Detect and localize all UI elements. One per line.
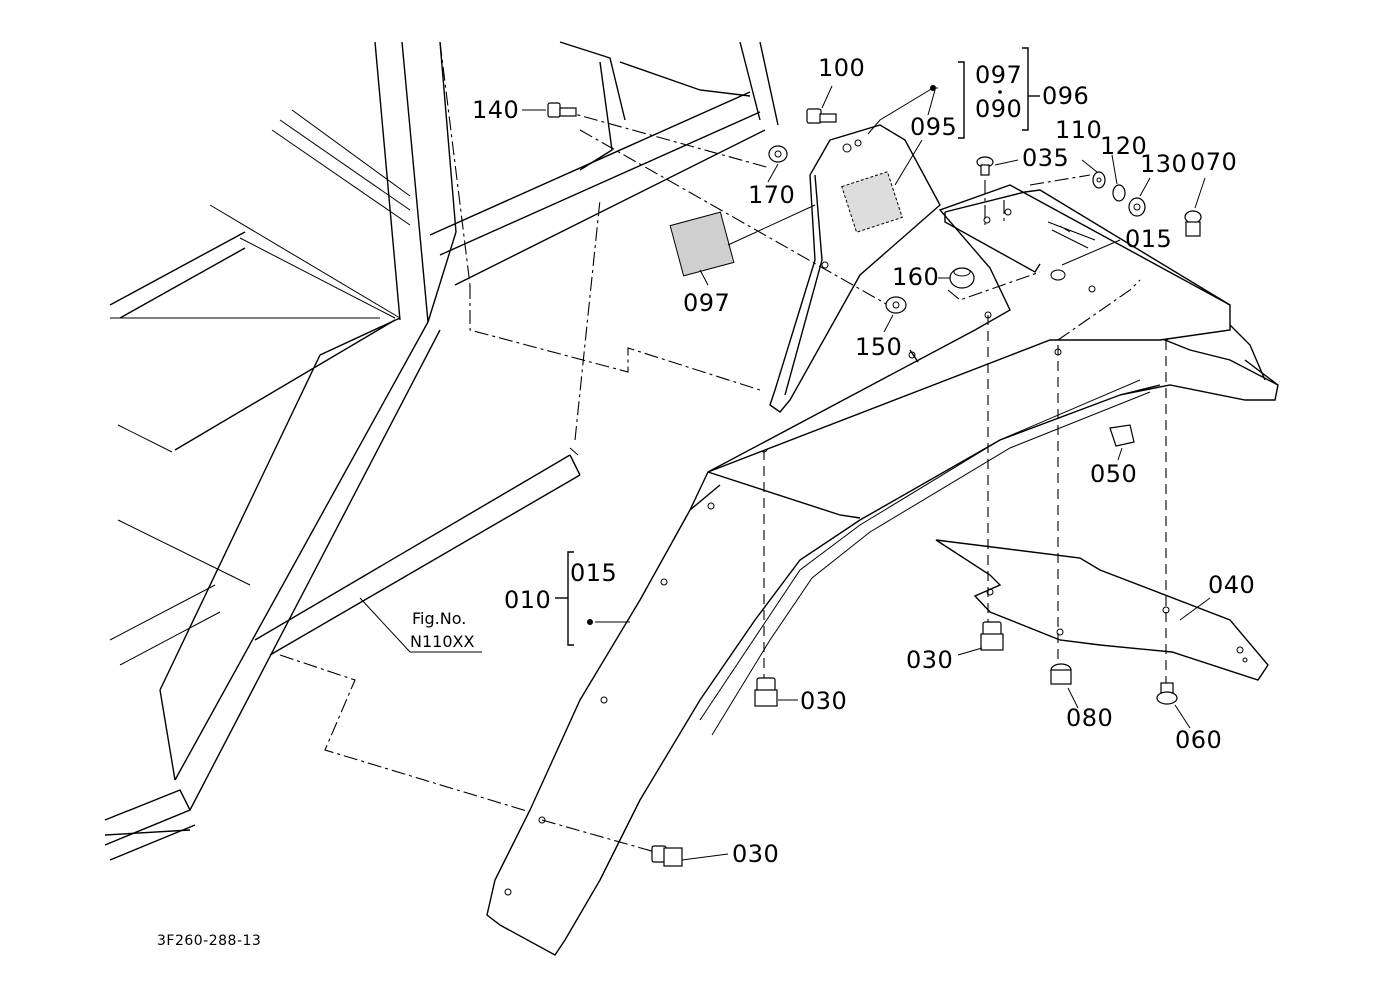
callout-097-top: 097	[975, 61, 1022, 89]
bolt-070-icon	[1184, 210, 1202, 237]
bolt-060-icon	[1156, 682, 1178, 705]
callout-030-mid: 030	[800, 687, 847, 715]
callout-015-top: 015	[1125, 225, 1172, 253]
bolt-030-icon-c	[651, 845, 683, 867]
callout-010: 010	[504, 586, 551, 614]
drawing-code: 3F260-288-13	[157, 933, 261, 949]
callout-160: 160	[892, 263, 939, 291]
leader-lines	[359, 85, 1211, 861]
nut-170-icon	[768, 145, 788, 163]
callout-100: 100	[818, 54, 865, 82]
callout-110: 110	[1055, 116, 1102, 144]
callout-120: 120	[1100, 132, 1147, 160]
fender-upper-plate	[707, 184, 1231, 473]
callout-labels: 140 100 097 090 096 095 170 035 110 120 …	[157, 54, 1255, 949]
callout-050: 050	[1090, 460, 1137, 488]
nut-080-icon	[1050, 663, 1072, 685]
callout-035: 035	[1022, 144, 1069, 172]
washer-120-icon	[1112, 184, 1126, 202]
callout-040: 040	[1208, 571, 1255, 599]
pin-035-icon	[976, 156, 994, 176]
fasteners	[547, 102, 1202, 867]
callout-030-right: 030	[906, 646, 953, 674]
callout-130: 130	[1140, 150, 1187, 178]
nut-150-icon	[885, 296, 907, 314]
callout-096: 096	[1042, 82, 1089, 110]
callout-097-decal: 097	[683, 289, 730, 317]
frame-structure	[104, 41, 779, 861]
callout-095: 095	[910, 113, 957, 141]
group-brackets	[555, 47, 1040, 646]
clip-050-icon	[1109, 424, 1135, 447]
fig-ref-line1: Fig.No.	[412, 609, 466, 628]
bolt-140-icon	[547, 102, 577, 118]
bolt-030-icon-b	[980, 621, 1004, 651]
alignment-lines	[541, 109, 1167, 853]
callout-090: 090	[975, 95, 1022, 123]
bracket-090	[769, 124, 941, 413]
bolt-030-icon-a	[754, 677, 778, 707]
fender-010	[486, 287, 1279, 956]
callout-150: 150	[855, 333, 902, 361]
callout-170: 170	[748, 181, 795, 209]
decal-097	[669, 204, 816, 277]
plate-040	[935, 539, 1269, 681]
grommet-160-icon	[949, 267, 975, 289]
callout-060: 060	[1175, 726, 1222, 754]
bolt-100-icon	[806, 108, 837, 124]
callout-015-group: 015	[570, 559, 617, 587]
fig-ref-line2: N110XX	[410, 632, 474, 651]
callout-070: 070	[1190, 148, 1237, 176]
callout-030-bottom: 030	[732, 840, 779, 868]
callout-140: 140	[472, 96, 519, 124]
washer-110-icon	[1092, 171, 1106, 189]
callout-080: 080	[1066, 704, 1113, 732]
nut-130-icon	[1128, 197, 1146, 217]
